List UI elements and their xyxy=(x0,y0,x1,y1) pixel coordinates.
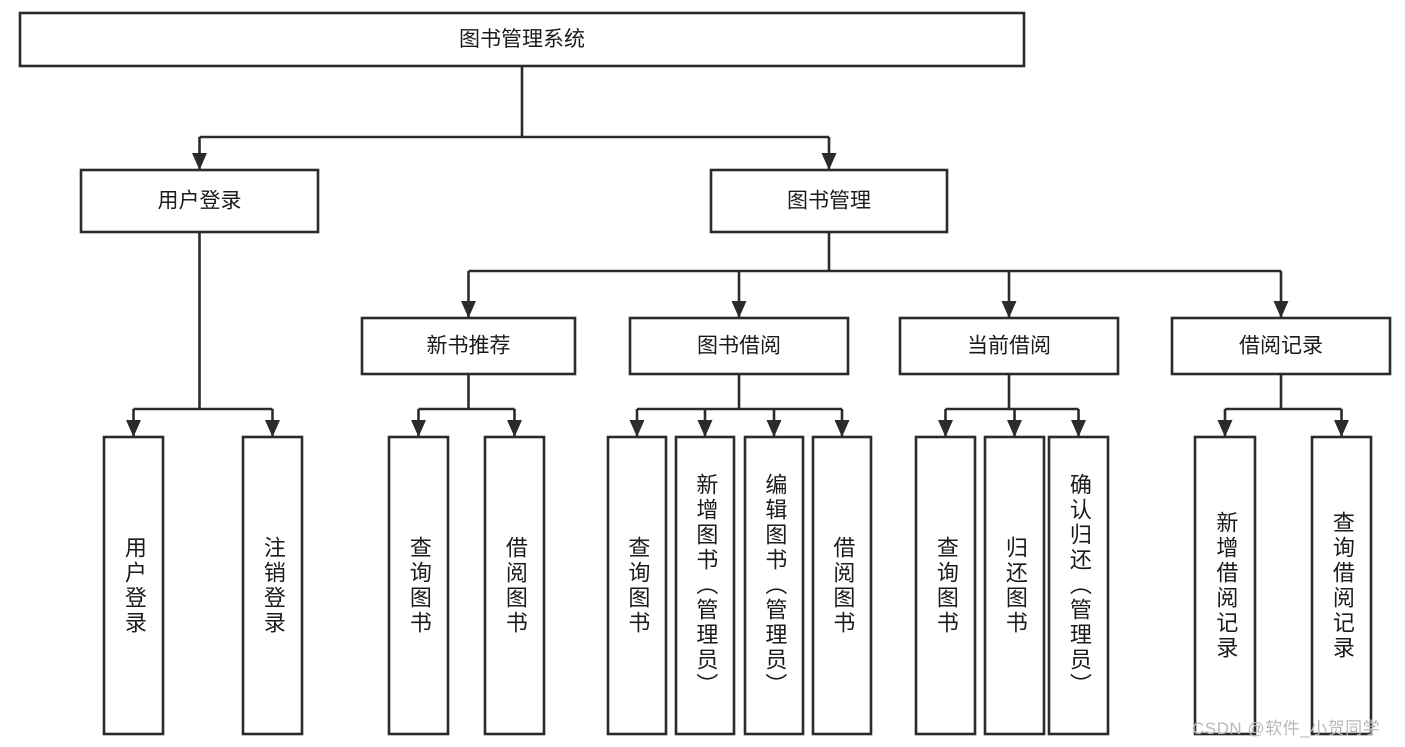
node-leaf-return-book[interactable] xyxy=(983,435,1046,736)
node-leaf-query-book-1[interactable] xyxy=(387,435,450,736)
conn-book-manage-arrow-0 xyxy=(461,301,476,318)
conn-new-book-rec-arrow-1 xyxy=(507,420,522,437)
node-leaf-add-book[interactable] xyxy=(674,435,736,736)
conn-current-borrow-arrow-2 xyxy=(1071,420,1086,437)
watermark-text: CSDN @软件_小贺同学 xyxy=(1192,719,1381,738)
node-leaf-edit-book[interactable] xyxy=(743,435,805,736)
node-book-manage[interactable]: 图书管理 xyxy=(709,168,949,234)
node-leaf-logout-rect[interactable] xyxy=(241,435,304,736)
node-book-borrow-rect[interactable] xyxy=(628,316,850,376)
node-leaf-query-record[interactable] xyxy=(1310,435,1373,736)
conn-book-manage-arrow-1 xyxy=(731,301,747,318)
conn-user-login-arrow-1 xyxy=(265,420,280,437)
conn-book-manage-arrow-2 xyxy=(1001,301,1017,318)
conn-borrow-record-arrow-1 xyxy=(1334,420,1349,437)
conn-book-borrow-arrow-3 xyxy=(834,420,850,437)
node-leaf-borrow-book-2-rect[interactable] xyxy=(811,435,873,736)
node-leaf-user-login[interactable] xyxy=(102,435,165,736)
conn-user-login-arrow-0 xyxy=(126,420,141,437)
node-leaf-borrow-book-2[interactable] xyxy=(811,435,873,736)
conn-book-borrow-arrow-0 xyxy=(629,420,645,437)
conn-current-borrow-arrow-0 xyxy=(938,420,953,437)
node-root-rect[interactable] xyxy=(18,11,1026,68)
node-leaf-borrow-book-1[interactable] xyxy=(483,435,546,736)
node-root-label: 图书管理系统 xyxy=(459,28,585,51)
node-new-book-rec-rect[interactable] xyxy=(360,316,577,376)
node-leaf-query-book-3-rect[interactable] xyxy=(914,435,977,736)
node-leaf-query-record-rect[interactable] xyxy=(1310,435,1373,736)
node-leaf-confirm-return-rect[interactable] xyxy=(1047,435,1110,736)
node-leaf-query-book-2[interactable] xyxy=(606,435,668,736)
conn-borrow-record-arrow-0 xyxy=(1217,420,1233,437)
node-current-borrow-label: 当前借阅 xyxy=(967,335,1051,358)
node-user-login[interactable]: 用户登录 xyxy=(79,168,320,234)
node-borrow-record-rect[interactable] xyxy=(1170,316,1392,376)
node-user-login-label: 用户登录 xyxy=(158,190,242,213)
node-leaf-add-book-rect[interactable] xyxy=(674,435,736,736)
conn-root-arrow-1 xyxy=(821,153,837,170)
node-leaf-query-book-3[interactable] xyxy=(914,435,977,736)
node-book-borrow[interactable]: 图书借阅 xyxy=(628,316,850,376)
node-borrow-record-label: 借阅记录 xyxy=(1239,335,1323,358)
conn-root-arrow-0 xyxy=(192,153,207,170)
connectors-layer xyxy=(126,66,1349,437)
conn-new-book-rec-arrow-0 xyxy=(411,420,426,437)
conn-current-borrow-arrow-1 xyxy=(1007,420,1022,437)
node-leaf-confirm-return[interactable] xyxy=(1047,435,1110,736)
node-borrow-record[interactable]: 借阅记录 xyxy=(1170,316,1392,376)
node-leaf-query-book-2-rect[interactable] xyxy=(606,435,668,736)
node-leaf-query-book-1-rect[interactable] xyxy=(387,435,450,736)
node-current-borrow[interactable]: 当前借阅 xyxy=(898,316,1120,376)
node-new-book-rec-label: 新书推荐 xyxy=(427,335,511,358)
node-leaf-return-book-rect[interactable] xyxy=(983,435,1046,736)
node-book-manage-rect[interactable] xyxy=(709,168,949,234)
conn-book-borrow-arrow-1 xyxy=(697,420,713,437)
node-leaf-add-record[interactable] xyxy=(1193,435,1257,736)
node-leaf-user-login-rect[interactable] xyxy=(102,435,165,736)
node-leaf-borrow-book-1-rect[interactable] xyxy=(483,435,546,736)
conn-book-manage-arrow-3 xyxy=(1273,301,1289,318)
node-leaf-logout[interactable] xyxy=(241,435,304,736)
conn-book-borrow-arrow-2 xyxy=(766,420,782,437)
node-leaf-add-record-rect[interactable] xyxy=(1193,435,1257,736)
node-new-book-rec[interactable]: 新书推荐 xyxy=(360,316,577,376)
node-book-borrow-label: 图书借阅 xyxy=(697,335,781,358)
node-root[interactable]: 图书管理系统 xyxy=(18,11,1026,68)
node-user-login-rect[interactable] xyxy=(79,168,320,234)
node-book-manage-label: 图书管理 xyxy=(787,190,871,213)
node-current-borrow-rect[interactable] xyxy=(898,316,1120,376)
node-leaf-edit-book-rect[interactable] xyxy=(743,435,805,736)
